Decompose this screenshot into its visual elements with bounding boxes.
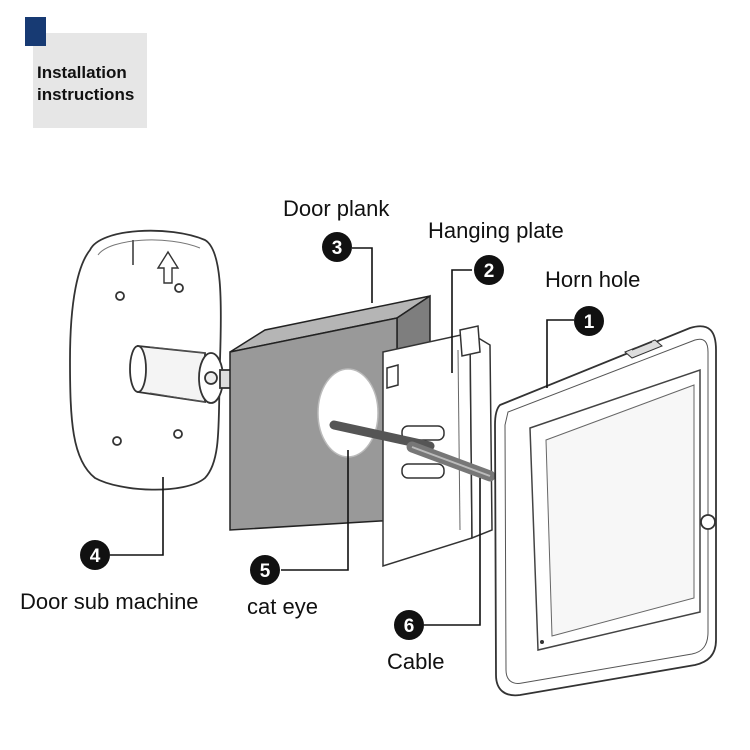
- header-box: [33, 33, 147, 128]
- callout-4-label: Door sub machine: [20, 589, 199, 614]
- indoor-monitor: [494, 325, 717, 697]
- callout-5-badge: [250, 555, 280, 585]
- callout-2-badge: [474, 255, 504, 285]
- callout-3-label: Door plank: [283, 196, 390, 221]
- callout-3-number: 3: [332, 238, 343, 259]
- callout-1-badge: [574, 306, 604, 336]
- leader-lines: [110, 247, 574, 626]
- callout-2-label: Hanging plate: [428, 218, 564, 243]
- door-sub-machine: [69, 229, 235, 491]
- callout-6-badge: [394, 610, 424, 640]
- hanging-plate: [382, 325, 493, 568]
- callout-4-number: 4: [90, 546, 101, 567]
- callout-5-label: cat eye: [247, 594, 318, 619]
- callout-5-number: 5: [260, 561, 271, 582]
- cable: [329, 420, 496, 482]
- callout-4-badge: [80, 540, 110, 570]
- callout-5: 5 cat eye: [247, 555, 318, 619]
- callout-1-label: Horn hole: [545, 267, 640, 292]
- callout-1: 1 Horn hole: [545, 267, 640, 336]
- header-accent: [25, 17, 46, 46]
- callout-2: 2 Hanging plate: [428, 218, 564, 285]
- callout-6-label: Cable: [387, 649, 444, 674]
- callout-3: 3 Door plank: [283, 196, 390, 262]
- page-title: Installation instructions: [37, 63, 135, 104]
- callout-6-number: 6: [404, 616, 415, 637]
- callout-3-badge: [322, 232, 352, 262]
- callout-1-number: 1: [584, 312, 595, 333]
- callout-6: 6 Cable: [387, 610, 444, 674]
- callout-4: 4 Door sub machine: [20, 540, 199, 614]
- callout-2-number: 2: [484, 261, 495, 282]
